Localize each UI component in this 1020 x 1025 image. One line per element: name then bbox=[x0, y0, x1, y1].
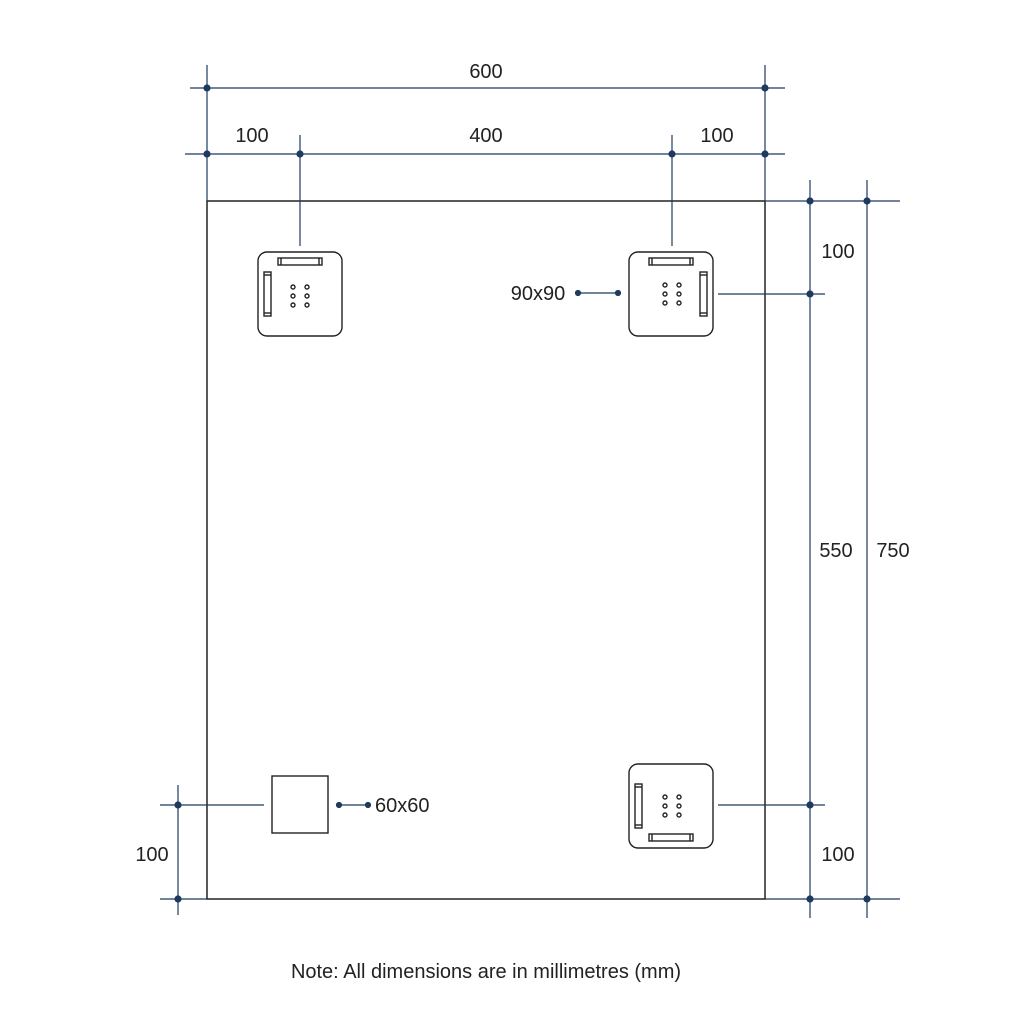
mounting-bracket-top-right bbox=[628, 251, 714, 337]
right-offset-label: 100 bbox=[700, 125, 733, 147]
dimension-overall-width bbox=[190, 65, 785, 201]
bottom-offset-left-label: 100 bbox=[135, 844, 168, 866]
mounting-bracket-top-left bbox=[257, 251, 343, 337]
left-offset-label: 100 bbox=[235, 125, 268, 147]
mounting-bracket-bottom-right bbox=[628, 763, 714, 849]
overall-width-label: 600 bbox=[469, 61, 502, 83]
dimension-bracket-spacing bbox=[185, 135, 785, 246]
bottom-offset-right-label: 100 bbox=[821, 844, 854, 866]
switch-box bbox=[271, 775, 329, 834]
bracket-spacing-label: 400 bbox=[469, 125, 502, 147]
dimension-overall-height bbox=[830, 180, 900, 918]
dimension-switch-offset bbox=[160, 785, 264, 915]
switch-size-leader bbox=[335, 801, 372, 809]
bracket-size-label: 90x90 bbox=[511, 283, 566, 305]
vertical-spacing-label: 550 bbox=[819, 540, 852, 562]
dimension-right-chain bbox=[718, 180, 830, 918]
dimensions-note: Note: All dimensions are in millimetres … bbox=[291, 961, 681, 983]
overall-height-label: 750 bbox=[876, 540, 909, 562]
bracket-size-leader bbox=[574, 289, 622, 297]
top-offset-label: 100 bbox=[821, 241, 854, 263]
switch-size-label: 60x60 bbox=[375, 795, 430, 817]
mirror-panel bbox=[206, 200, 766, 900]
